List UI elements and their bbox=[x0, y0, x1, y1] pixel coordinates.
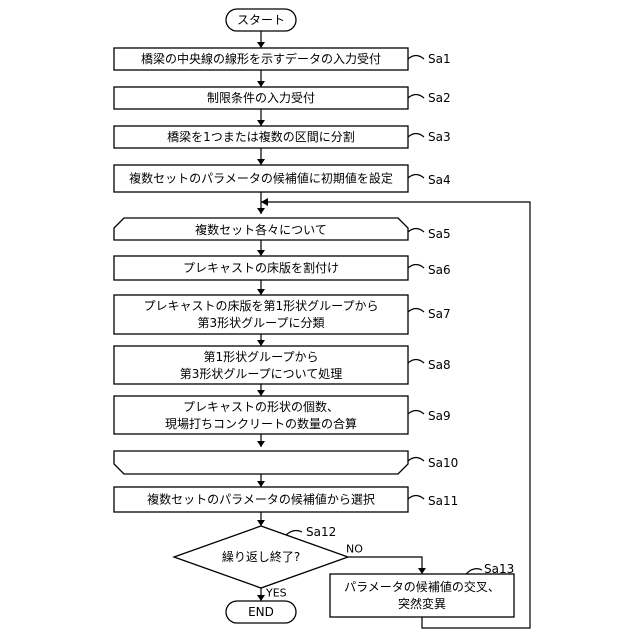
sa12-leader bbox=[286, 531, 302, 535]
arrowhead bbox=[257, 120, 265, 126]
sa6-label: Sa6 bbox=[428, 263, 451, 277]
arrowhead bbox=[257, 81, 265, 87]
sa7-label: Sa7 bbox=[428, 307, 451, 321]
sa1-text: 橋梁の中央線の線形を示すデータの入力受付 bbox=[141, 51, 381, 66]
end-label: END bbox=[248, 605, 274, 619]
sa11-text: 複数セットのパラメータの候補値から選択 bbox=[147, 492, 375, 507]
sa9-text-line1: プレキャストの形状の個数、 bbox=[183, 399, 339, 414]
sa3-leader bbox=[408, 134, 424, 138]
arrowhead bbox=[257, 481, 265, 487]
loop-end-sa10 bbox=[114, 451, 408, 474]
start-label: スタート bbox=[237, 13, 285, 27]
sa8-text-line1: 第1形状グループから bbox=[204, 350, 319, 364]
arrowhead bbox=[257, 250, 265, 256]
sa2-label: Sa2 bbox=[428, 91, 451, 105]
sa3-label: Sa3 bbox=[428, 130, 451, 144]
sa6-text: プレキャストの床版を割付け bbox=[183, 260, 339, 275]
sa2-leader bbox=[408, 95, 424, 99]
sa6-leader bbox=[408, 265, 424, 269]
arrowhead bbox=[257, 340, 265, 346]
sa3-text: 橋梁を1つまたは複数の区間に分割 bbox=[167, 129, 355, 144]
branch-yes-label: YES bbox=[265, 587, 287, 600]
sa7-text-line2: 第3形状グループに分類 bbox=[198, 316, 325, 330]
sa5-leader bbox=[408, 229, 424, 233]
sa4-label: Sa4 bbox=[428, 173, 451, 187]
sa4-leader bbox=[408, 175, 424, 179]
sa9-leader bbox=[408, 411, 424, 415]
sa7-leader bbox=[408, 309, 424, 313]
sa9-text-line2: 現場打ちコンクリートの数量の合算 bbox=[165, 416, 357, 431]
sa13-leader bbox=[466, 569, 482, 574]
arrowhead bbox=[418, 568, 426, 574]
sa12-text: 繰り返し終了? bbox=[222, 549, 300, 564]
sa13-text-line2: 突然変異 bbox=[398, 596, 446, 611]
sa13-label: Sa13 bbox=[484, 562, 514, 576]
arrowhead bbox=[257, 595, 265, 601]
branch-no-label: NO bbox=[346, 543, 363, 556]
arrowhead bbox=[261, 198, 268, 206]
sa11-leader bbox=[408, 496, 424, 500]
connector-sa12-sa13 bbox=[348, 557, 422, 574]
sa7-text-line1: プレキャストの床版を第1形状グループから bbox=[144, 299, 379, 313]
sa1-leader bbox=[408, 56, 424, 60]
sa8-text-line2: 第3形状グループについて処理 bbox=[180, 367, 343, 381]
sa11-label: Sa11 bbox=[428, 494, 458, 508]
arrowhead bbox=[257, 159, 265, 165]
arrowhead bbox=[257, 42, 265, 48]
sa8-leader bbox=[408, 360, 424, 364]
arrowhead bbox=[257, 520, 265, 526]
sa2-text: 制限条件の入力受付 bbox=[207, 91, 315, 105]
sa4-text: 複数セットのパラメータの候補値に初期値を設定 bbox=[129, 171, 393, 186]
sa12-label: Sa12 bbox=[306, 525, 336, 539]
sa13-text-line1: パラメータの候補値の交叉、 bbox=[344, 579, 500, 594]
sa10-label: Sa10 bbox=[428, 456, 458, 470]
arrowhead bbox=[257, 441, 265, 447]
sa5-label: Sa5 bbox=[428, 227, 451, 241]
arrowhead bbox=[257, 289, 265, 295]
sa8-label: Sa8 bbox=[428, 358, 451, 372]
sa5-text: 複数セット各々について bbox=[195, 222, 327, 237]
arrowhead bbox=[257, 390, 265, 396]
sa10-leader bbox=[408, 458, 424, 462]
arrowhead bbox=[257, 208, 265, 214]
sa1-label: Sa1 bbox=[428, 52, 451, 66]
sa9-label: Sa9 bbox=[428, 409, 451, 423]
